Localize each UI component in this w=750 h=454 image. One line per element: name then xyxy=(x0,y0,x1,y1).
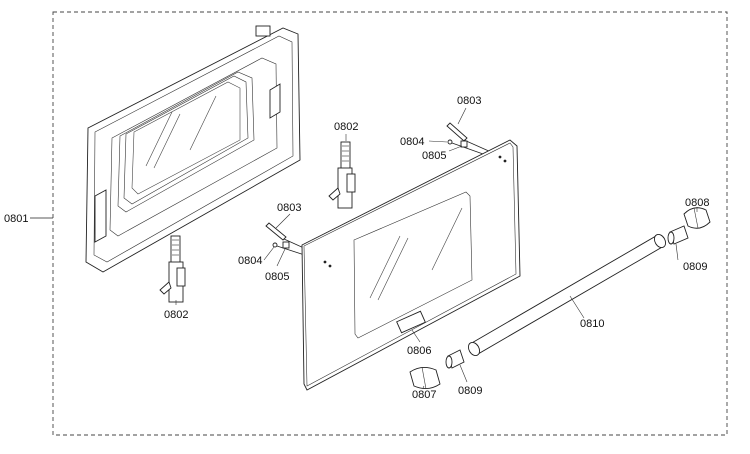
end-cap-right xyxy=(683,207,711,229)
handle-bar xyxy=(467,233,667,357)
label-handle-mount-right: 0809 xyxy=(683,261,707,273)
label-hinge-right: 0802 xyxy=(334,121,358,133)
label-bush-right: 0805 xyxy=(422,150,446,162)
label-handle-bar: 0810 xyxy=(580,318,604,330)
label-handle-mount-left: 0809 xyxy=(458,385,482,397)
outer-door xyxy=(301,139,521,391)
label-hinge-left: 0802 xyxy=(164,309,188,321)
assembly-boundary xyxy=(52,11,728,436)
bush-right xyxy=(460,140,468,148)
handle-mount-right xyxy=(667,225,689,245)
hinge-right xyxy=(328,141,356,209)
label-end-cap-left: 0807 xyxy=(412,389,436,401)
label-hinge-pin-left: 0803 xyxy=(277,202,301,214)
inner-door-panel xyxy=(85,25,301,273)
label-end-cap-right: 0808 xyxy=(685,197,709,209)
end-cap-left xyxy=(409,366,441,390)
label-assembly: 0801 xyxy=(4,213,28,225)
hinge-left xyxy=(159,235,186,303)
label-screw-right: 0804 xyxy=(400,136,424,148)
label-hinge-pin-right: 0803 xyxy=(457,95,481,107)
label-outer-door: 0806 xyxy=(407,345,431,357)
leader-lines xyxy=(175,107,698,389)
label-bush-left: 0805 xyxy=(265,271,289,283)
screw-right xyxy=(447,139,501,161)
bush-left xyxy=(282,241,290,249)
label-screw-left: 0804 xyxy=(238,255,262,267)
handle-mount-left xyxy=(445,349,465,369)
